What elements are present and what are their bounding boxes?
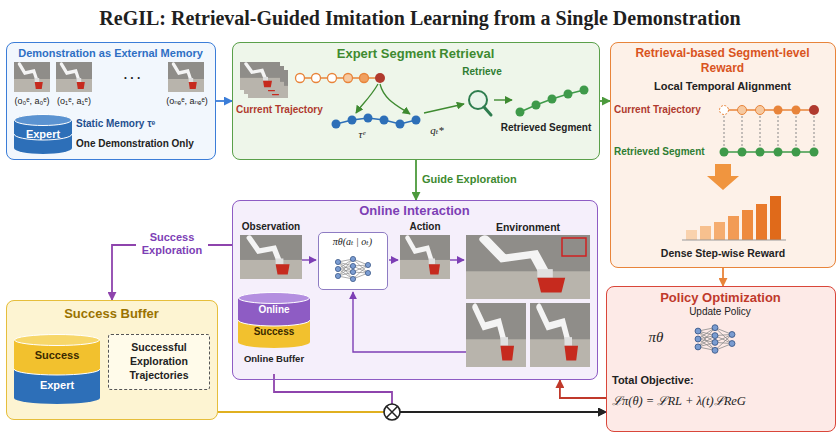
annotation-label: (o₁ᵉ, a₁ᵉ) <box>50 96 98 107</box>
annotation-label-holder: ℒπ(θ) = ℒRL + λ(t)ℒReG <box>612 394 832 409</box>
annotation-label-holder: τᵉ <box>350 128 374 141</box>
annotation-label-holder: Observation <box>238 221 304 233</box>
edge-label: Guide Exploration <box>422 173 552 186</box>
node-heading-holder: Online <box>238 304 310 316</box>
connector-arrow <box>216 100 232 102</box>
annotation-label-holder: Retrieved Segment <box>496 122 596 134</box>
annotation-label: . . . <box>112 68 152 82</box>
success-panel: Success BufferSuccessExpert Successful Ex… <box>6 300 218 420</box>
annotation-label-holder: Current Trajectory <box>236 104 332 116</box>
online-buffer: OnlineSuccessOnline Buffer <box>238 292 310 374</box>
annotation-label-holder: Dense Step-wise Reward <box>610 247 836 260</box>
node-heading: Successful Exploration Trajectories <box>112 340 206 382</box>
connector-arrow <box>218 411 606 413</box>
node-heading-holder: Success Buffer <box>7 306 216 322</box>
node-heading-holder: Successful Exploration Trajectories <box>112 340 206 382</box>
node-text-holder: Local Temporal Alignment <box>611 80 834 93</box>
node-heading-holder: Demonstration as External Memory <box>7 47 214 60</box>
node-heading-holder: Expert Segment Retrieval <box>233 46 598 62</box>
node-heading: Success <box>14 349 100 362</box>
cylinder-shape <box>14 334 100 404</box>
annotation-label: Retrieved Segment <box>614 146 718 158</box>
retrieval-panel: Expert Segment Retrieval <box>232 42 600 160</box>
connector-arrow <box>415 160 417 200</box>
annotation-label-holder: Total Objective: <box>612 374 752 387</box>
annotation-label: Dense Step-wise Reward <box>610 247 836 260</box>
annotation-label: (o₀ᵉ, a₀ᵉ) <box>8 96 56 107</box>
node-heading: Policy Optimization <box>607 290 834 306</box>
node-heading: Success Buffer <box>7 306 216 322</box>
node-heading-holder: πθ(aₜ | oₜ) <box>319 236 386 248</box>
node-text: Success <box>238 326 310 338</box>
annotation-label: Retrieved Segment <box>496 122 596 134</box>
annotation-label-holder: Environment <box>466 221 590 234</box>
panel-fills <box>6 42 836 432</box>
annotation-label: Action <box>396 221 454 233</box>
annotation-label: qₜ* <box>424 124 450 137</box>
node-heading-holder: Expert <box>14 128 72 141</box>
node-heading-holder: Online Interaction <box>233 203 596 219</box>
node-heading: Retrieval-based Segment-level Reward <box>619 46 826 76</box>
edge-label-holder: Guide Exploration <box>422 173 552 186</box>
node-text-holder: Success <box>238 326 310 338</box>
node-heading: Online <box>238 304 310 316</box>
node-heading: Online Interaction <box>233 203 596 219</box>
annotation-label: Current Trajectory <box>236 104 332 116</box>
annotation-label-holder: (oₙₑᵉ, aₙₑᵉ) <box>160 96 214 107</box>
node-text-holder: Online Buffer <box>234 353 314 364</box>
connector-arrow <box>600 100 610 102</box>
annotation-label-holder: Update Policy <box>670 306 770 318</box>
node-text: Local Temporal Alignment <box>611 80 834 93</box>
node-heading: πθ(aₜ | oₜ) <box>319 236 386 248</box>
annotation-label-holder: (o₀ᵉ, a₀ᵉ) <box>8 96 56 107</box>
annotation-label-holder: Retrieve <box>452 66 512 78</box>
node-text: Expert <box>14 379 100 392</box>
edge-label-holder: Success Exploration <box>136 231 208 257</box>
annotation-label: πθ <box>636 328 676 346</box>
network-icon <box>333 254 373 284</box>
annotation-label-holder: Current Trajectory <box>614 104 718 116</box>
annotation-label: Total Objective: <box>612 374 752 387</box>
annotation-label: Observation <box>238 221 304 233</box>
annotation-label-holder: qₜ* <box>424 124 450 137</box>
annotation-label-holder: Action <box>396 221 454 233</box>
connector-arrow <box>560 380 606 398</box>
node-heading-holder: Policy Optimization <box>607 290 834 306</box>
node-heading: Demonstration as External Memory <box>7 47 214 60</box>
annotation-label: (oₙₑᵉ, aₙₑᵉ) <box>160 96 214 107</box>
node-heading: Expert Segment Retrieval <box>233 46 598 62</box>
annotation-label: Current Trajectory <box>614 104 718 116</box>
annotation-label: Retrieve <box>452 66 512 78</box>
node-text: Online Buffer <box>234 353 314 364</box>
annotation-label-holder: Static Memory τᵉ <box>76 118 208 130</box>
connector-arrow <box>722 268 724 286</box>
alignment-illustration <box>682 105 819 240</box>
annotation-label-holder: Retrieved Segment <box>614 146 718 158</box>
policy-box: πθ(aₜ | oₜ) <box>318 232 388 290</box>
annotation-label-holder: πθ <box>636 328 676 346</box>
node-heading-holder: Success <box>14 349 100 362</box>
policy-network-icon <box>695 325 735 354</box>
diagram-title: ReGIL: Retrieval-Guided Imitation Learni… <box>0 6 840 30</box>
annotation-label: Static Memory τᵉ <box>76 118 208 130</box>
demo-frames <box>14 62 204 92</box>
annotation-label: τᵉ <box>350 128 374 141</box>
annotation-label: Update Policy <box>670 306 770 318</box>
node-heading-holder: Retrieval-based Segment-level Reward <box>619 46 826 76</box>
annotation-label-holder: (o₁ᵉ, a₁ᵉ) <box>50 96 98 107</box>
annotation-label: One Demonstration Only <box>76 138 212 150</box>
diagram-title-holder: ReGIL: Retrieval-Guided Imitation Learni… <box>0 6 840 30</box>
annotation-label: Environment <box>466 221 590 234</box>
node-heading: Expert <box>14 128 72 141</box>
retrieval-illustration <box>240 62 589 129</box>
annotation-label: ℒπ(θ) = ℒRL + λ(t)ℒReG <box>612 394 832 409</box>
expert-cylinder: Expert <box>14 114 72 154</box>
annotation-label-holder: . . . <box>112 68 152 82</box>
successful-trajectories-box: Successful Exploration Trajectories <box>108 334 210 390</box>
node-text-holder: Expert <box>14 379 100 392</box>
edge-label: Success Exploration <box>136 231 208 257</box>
annotation-label-holder: One Demonstration Only <box>76 138 212 150</box>
success-expert-cylinder: SuccessExpert <box>14 334 100 404</box>
